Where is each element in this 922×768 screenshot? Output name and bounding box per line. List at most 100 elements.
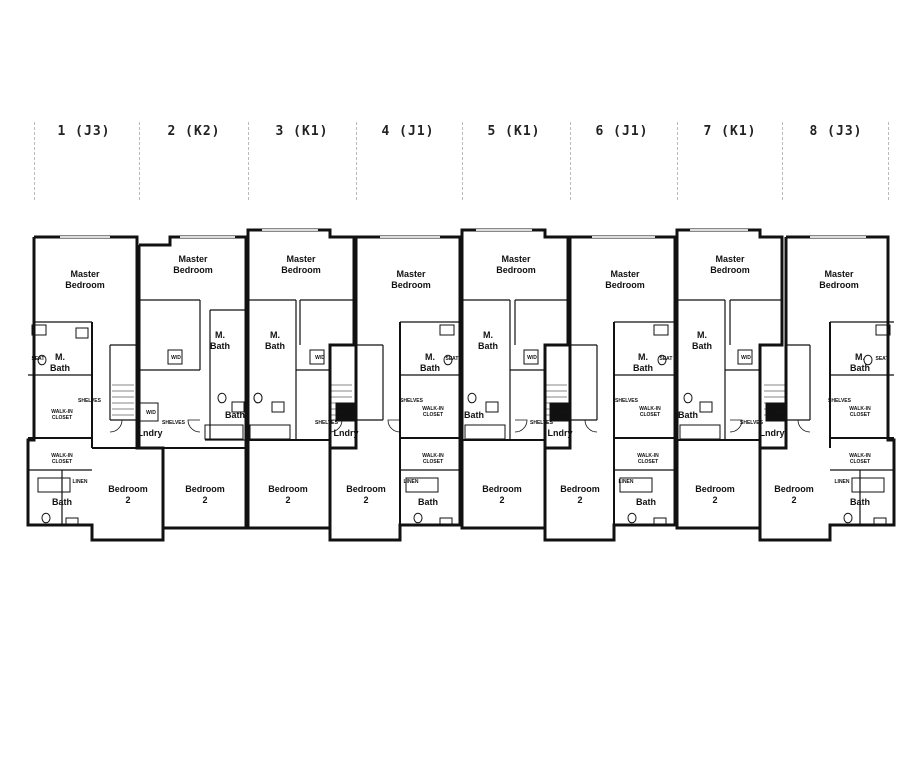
fixture xyxy=(464,424,506,440)
bath-label: Bath xyxy=(418,497,438,507)
unit-divider xyxy=(248,122,249,200)
toilet xyxy=(37,354,47,366)
master-bedroom-label: Master Bedroom xyxy=(173,254,213,275)
fixture xyxy=(31,324,47,336)
unit-label: 8 (J3) xyxy=(809,124,863,139)
master-bath-label: M. Bath xyxy=(633,352,653,373)
shelves-label: SHELVES xyxy=(530,420,553,426)
fixture xyxy=(439,517,453,527)
master-bedroom-label: Master Bedroom xyxy=(496,254,536,275)
shelves-label: SHELVES xyxy=(315,420,338,426)
shelves-label: SHELVES xyxy=(740,420,763,426)
laundry-label: Lndry xyxy=(759,428,785,438)
toilet xyxy=(843,512,853,524)
walk-in-closet-label: WALK-IN CLOSET xyxy=(637,453,659,465)
master-bedroom-label: Master Bedroom xyxy=(65,269,105,290)
bedroom-2-label: Bedroom 2 xyxy=(346,484,386,505)
shelves-label: SHELVES xyxy=(78,398,101,404)
toilet xyxy=(443,354,453,366)
walk-in-closet-label: WALK-IN CLOSET xyxy=(422,406,444,418)
bath-label: Bath xyxy=(678,410,698,420)
bedroom-2-label: Bedroom 2 xyxy=(108,484,148,505)
fixture xyxy=(485,401,499,413)
seat-label: SEAT xyxy=(875,356,889,362)
door-swing xyxy=(729,419,743,433)
unit-divider xyxy=(356,122,357,200)
unit-label: 3 (K1) xyxy=(275,124,329,139)
fixture xyxy=(271,401,285,413)
shelves-label: SHELVES xyxy=(828,398,851,404)
unit-label: 1 (J3) xyxy=(57,124,111,139)
fixture xyxy=(405,477,439,493)
linen-label: LINEN xyxy=(403,479,419,485)
linen-label: LINEN xyxy=(72,479,88,485)
bath-label: Bath xyxy=(850,497,870,507)
fixture xyxy=(619,477,653,493)
bedroom-2-label: Bedroom 2 xyxy=(185,484,225,505)
washer-dryer-label: W/D xyxy=(527,355,537,361)
washer-dryer-label: W/D xyxy=(341,410,351,416)
toilet xyxy=(413,512,423,524)
seat-label: SEAT xyxy=(445,356,459,362)
shelves-label: SHELVES xyxy=(162,420,185,426)
door-swing xyxy=(187,419,201,433)
master-bedroom-label: Master Bedroom xyxy=(391,269,431,290)
fixture xyxy=(204,424,244,440)
walk-in-closet-label: WALK-IN CLOSET xyxy=(422,453,444,465)
washer-dryer-label: W/D xyxy=(551,410,561,416)
master-bath-label: M. Bath xyxy=(692,330,712,351)
fixture xyxy=(875,324,891,336)
shelves-label: SHELVES xyxy=(400,398,423,404)
bedroom-2-label: Bedroom 2 xyxy=(560,484,600,505)
unit-label: 6 (J1) xyxy=(595,124,649,139)
toilet xyxy=(683,392,693,404)
fixture xyxy=(679,424,721,440)
unit-label: 7 (K1) xyxy=(703,124,757,139)
laundry-label: Lndry xyxy=(547,428,573,438)
unit-divider xyxy=(139,122,140,200)
door-swing xyxy=(797,419,811,433)
master-bedroom-label: Master Bedroom xyxy=(605,269,645,290)
door-swing xyxy=(387,419,401,433)
seat-label: SEAT xyxy=(31,356,45,362)
toilet xyxy=(253,392,263,404)
unit-label: 4 (J1) xyxy=(381,124,435,139)
fixture xyxy=(653,517,667,527)
door-swing xyxy=(329,419,343,433)
master-bath-label: M. Bath xyxy=(850,352,870,373)
toilet xyxy=(217,392,227,404)
bath-label: Bath xyxy=(52,497,72,507)
bedroom-2-label: Bedroom 2 xyxy=(268,484,308,505)
master-bath-label: M. Bath xyxy=(420,352,440,373)
wall xyxy=(137,235,248,530)
door-swing xyxy=(514,419,528,433)
master-bedroom-label: Master Bedroom xyxy=(710,254,750,275)
master-bedroom-label: Master Bedroom xyxy=(819,269,859,290)
toilet xyxy=(657,354,667,366)
master-bath-label: M. Bath xyxy=(210,330,230,351)
fixture xyxy=(851,477,885,493)
washer-dryer-label: W/D xyxy=(171,355,181,361)
bedroom-2-label: Bedroom 2 xyxy=(774,484,814,505)
laundry-label: Lndry xyxy=(137,428,163,438)
walk-in-closet-label: WALK-IN CLOSET xyxy=(849,453,871,465)
unit-divider xyxy=(888,122,889,200)
master-bath-label: M. Bath xyxy=(478,330,498,351)
door-swing xyxy=(109,419,123,433)
walk-in-closet-label: WALK-IN CLOSET xyxy=(51,409,73,421)
bedroom-2-label: Bedroom 2 xyxy=(695,484,735,505)
walk-in-closet-label: WALK-IN CLOSET xyxy=(849,406,871,418)
unit-divider xyxy=(677,122,678,200)
shelves-label: SHELVES xyxy=(615,398,638,404)
fixture xyxy=(309,349,325,365)
washer-dryer-label: W/D xyxy=(146,410,156,416)
master-bath-label: M. Bath xyxy=(265,330,285,351)
walk-in-closet-label: WALK-IN CLOSET xyxy=(51,453,73,465)
seat-label: SEAT xyxy=(659,356,673,362)
unit-divider xyxy=(782,122,783,200)
unit-divider xyxy=(34,122,35,200)
fixture xyxy=(439,324,455,336)
fixture xyxy=(65,517,79,527)
bath-label: Bath xyxy=(225,410,245,420)
